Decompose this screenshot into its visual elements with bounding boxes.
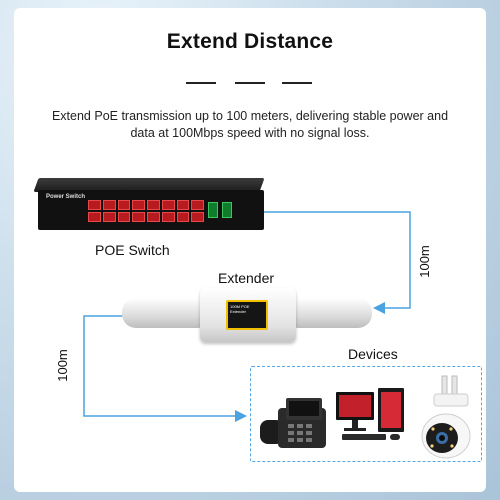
distance-label-left: 100m bbox=[54, 349, 70, 382]
description-text: Extend PoE transmission up to 100 meters… bbox=[51, 109, 449, 140]
switch-ports bbox=[88, 200, 204, 222]
divider-dash-3 bbox=[282, 82, 312, 84]
desktop-computer-icon bbox=[336, 388, 404, 440]
security-camera-icon bbox=[421, 375, 471, 459]
poe-extender-image: 100M POE Extender bbox=[122, 288, 372, 344]
uplink-port bbox=[222, 202, 232, 218]
extender-panel-text: 100M POE Extender bbox=[230, 304, 250, 314]
page-title: Extend Distance bbox=[166, 30, 334, 53]
devices-box bbox=[250, 366, 482, 462]
devices-label: Devices bbox=[348, 346, 398, 362]
poe-switch-label: POE Switch bbox=[95, 242, 170, 258]
extender-right-tube bbox=[284, 298, 372, 328]
poe-switch-image: Power Switch bbox=[26, 178, 266, 234]
uplink-port bbox=[208, 202, 218, 218]
extender-label: Extender bbox=[218, 270, 275, 286]
distance-label-right: 100m bbox=[416, 245, 432, 278]
cable-extender-to-devices bbox=[83, 315, 247, 422]
extender-left-tube bbox=[122, 298, 212, 328]
divider-dash-1 bbox=[186, 82, 216, 84]
extender-panel: 100M POE Extender bbox=[226, 300, 268, 330]
cable-switch-to-extender bbox=[262, 211, 411, 314]
switch-panel-text: Power Switch bbox=[46, 194, 86, 200]
ip-phone-icon bbox=[260, 398, 326, 448]
divider-dash-2 bbox=[235, 82, 265, 84]
